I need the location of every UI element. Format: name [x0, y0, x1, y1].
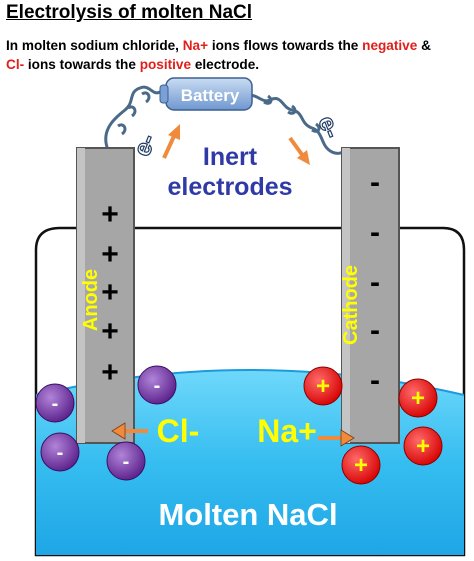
inert-label-line1: Inert [203, 143, 258, 171]
na-flow-arrow [318, 429, 355, 447]
ion-charge-sign: + [316, 373, 330, 400]
anode-plus-sign: + [101, 238, 119, 271]
cathode-minus-sign: - [370, 216, 380, 249]
anode-plus-sign: + [101, 198, 119, 231]
diagram-title: Electrolysis of molten NaCl [6, 2, 253, 23]
cathode-minus-sign: - [370, 364, 380, 397]
chloride-ion: - [35, 383, 75, 423]
chloride-ion: - [40, 432, 80, 472]
cathode-minus-sign: - [370, 166, 380, 199]
desc-positive-word: positive [139, 57, 192, 72]
cl-ion-label: Cl- [157, 413, 200, 449]
sodium-ion: + [398, 378, 438, 418]
cl-flow-arrow [111, 422, 148, 440]
electron-arrow-left [162, 124, 180, 159]
diagram-description: In molten sodium chloride, Na+ ions flow… [6, 36, 472, 74]
chloride-ion: - [106, 441, 146, 481]
wire-right [245, 93, 353, 155]
battery-label: Battery [181, 86, 240, 105]
ion-charge-sign: - [123, 451, 130, 473]
sodium-ion: + [341, 445, 381, 485]
desc-text-1: In molten sodium chloride, [6, 38, 183, 53]
cathode-electrode [341, 147, 400, 444]
desc-text-4: ions towards the [24, 57, 140, 72]
desc-cl-ion: Cl- [6, 57, 25, 72]
ion-charge-sign: - [154, 375, 161, 397]
desc-text-3: & [417, 38, 431, 53]
ion-charge-sign: + [354, 452, 368, 479]
electron-label-right: e- [312, 112, 345, 142]
desc-negative-word: negative [362, 38, 418, 53]
electron-arrow-right [288, 136, 310, 165]
anode-label: Anode [80, 269, 102, 331]
cathode-minus-sign: - [370, 314, 380, 347]
anode-electrode [76, 147, 135, 444]
sodium-ion: + [403, 426, 443, 466]
desc-text-5: electrode. [191, 57, 260, 72]
anode-plus-sign: + [101, 315, 119, 348]
cathode-label: Cathode [340, 265, 362, 345]
ion-charge-sign: - [52, 393, 59, 415]
na-ion-label: Na+ [257, 413, 317, 449]
sodium-ion: + [303, 366, 343, 406]
battery: Battery [159, 77, 253, 111]
desc-text-2: ions flows towards the [208, 38, 363, 53]
ion-charge-sign: - [57, 442, 64, 464]
electrolyte-label: Molten NaCl [158, 497, 337, 532]
ion-charge-sign: + [416, 433, 430, 460]
anode-plus-sign: + [101, 276, 119, 309]
cathode-minus-sign: - [370, 266, 380, 299]
ion-charge-sign: + [411, 385, 425, 412]
desc-na-ion: Na+ [182, 38, 209, 53]
inert-label-line2: electrodes [167, 173, 292, 201]
chloride-ion: - [137, 365, 177, 405]
anode-plus-sign: + [101, 356, 119, 389]
beaker-outline [34, 226, 466, 557]
